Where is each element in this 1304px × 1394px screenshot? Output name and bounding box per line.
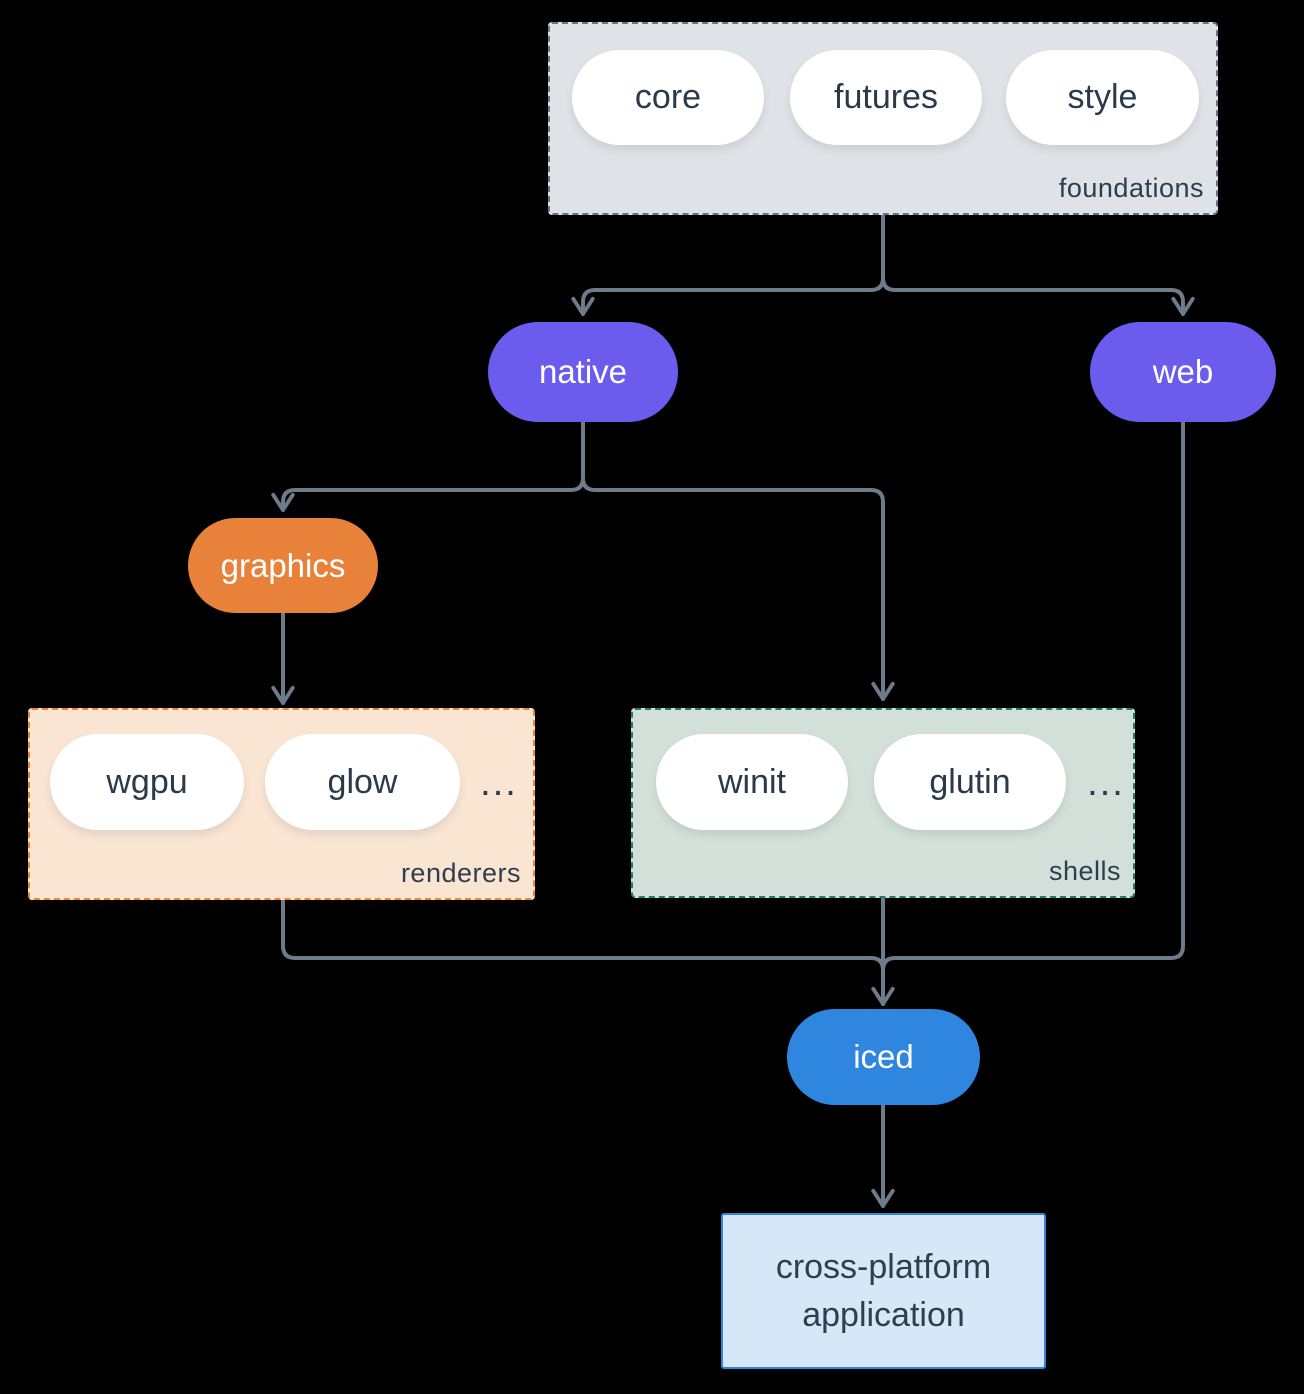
node-iced-label: iced [853, 1038, 914, 1075]
edge-native-graphics [271, 421, 585, 512]
node-application: cross-platform application [721, 1213, 1046, 1369]
pill-futures-label: futures [834, 78, 938, 116]
pill-style-label: style [1067, 78, 1138, 116]
edge-foundations-web [881, 214, 1195, 316]
pill-wgpu-label: wgpu [106, 762, 188, 801]
node-web: web [1090, 322, 1276, 422]
pill-core: core [572, 50, 764, 145]
node-graphics: graphics [188, 518, 378, 613]
group-renderers: wgpu glow ... renderers [28, 708, 535, 900]
edge-renderers-iced [281, 899, 885, 972]
pill-futures: futures [790, 50, 982, 145]
pill-glow: glow [265, 734, 460, 830]
label-foundations: foundations [1058, 173, 1204, 203]
edge-foundations-native [571, 214, 885, 316]
pill-winit: winit [656, 734, 848, 830]
group-shells: winit glutin ... shells [631, 708, 1135, 898]
node-native: native [488, 322, 678, 422]
pill-core-label: core [634, 78, 702, 116]
edge-native-shells [581, 421, 895, 701]
pill-glutin: glutin [874, 734, 1066, 830]
pill-glow-label: glow [327, 762, 398, 801]
node-web-label: web [1152, 353, 1214, 390]
node-iced: iced [787, 1009, 980, 1105]
pill-style: style [1006, 50, 1199, 145]
label-renderers: renderers [400, 858, 521, 888]
shells-ellipsis: ... [1087, 761, 1125, 804]
node-native-label: native [538, 353, 628, 390]
pill-glutin-label: glutin [929, 762, 1011, 801]
node-graphics-label: graphics [220, 546, 346, 584]
application-label: cross-platform application [775, 1247, 992, 1334]
pill-wgpu: wgpu [50, 734, 244, 830]
label-shells: shells [1048, 856, 1121, 886]
pill-winit-label: winit [717, 762, 787, 801]
renderers-ellipsis: ... [480, 761, 518, 804]
group-foundations: core futures style foundations [548, 22, 1218, 215]
